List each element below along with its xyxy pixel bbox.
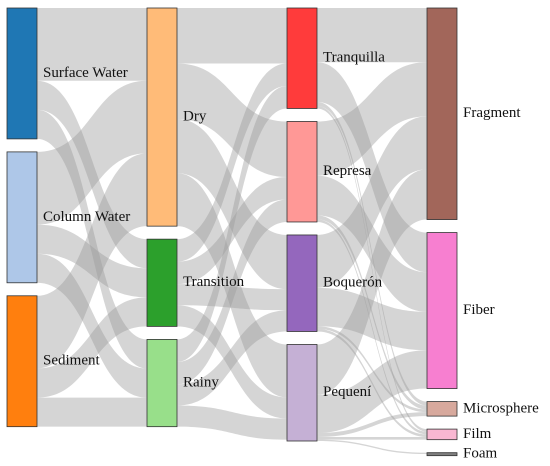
label-foam: Foam (463, 446, 498, 462)
link-tranquilla-to-fragment (317, 8, 427, 63)
link-tranquilla-to-film (317, 105, 427, 432)
link-dry-to-pequeni (177, 173, 287, 398)
label-represa: Represa (323, 163, 372, 179)
link-tranquilla-to-fiber (317, 62, 427, 273)
node-boqueron (286, 234, 318, 332)
link-pequeni-to-foam (317, 439, 427, 454)
link-transition-to-represa (177, 177, 287, 285)
node-column-water (6, 151, 38, 284)
link-represa-to-fiber (317, 175, 427, 312)
node-dry (146, 7, 178, 227)
label-microsphere: Microsphere (463, 400, 539, 416)
link-tranquilla-to-microsphere (317, 101, 427, 406)
link-surface-water-to-rainy (37, 109, 147, 369)
label-dry: Dry (183, 109, 207, 125)
link-sediment-to-transition (37, 297, 147, 398)
label-surface-water: Surface Water (43, 65, 128, 81)
label-fragment: Fragment (463, 105, 521, 121)
link-pequeni-to-microsphere (317, 412, 427, 438)
link-rainy-to-tranquilla (177, 86, 287, 362)
node-surface-water (6, 7, 38, 140)
link-pequeni-to-fragment (317, 169, 427, 395)
link-sediment-to-dry (37, 153, 147, 369)
link-rainy-to-pequeni (177, 405, 287, 440)
link-rainy-to-represa (177, 199, 287, 385)
node-fragment (426, 7, 458, 220)
link-dry-to-boqueron (177, 119, 287, 290)
link-represa-to-microsphere (317, 215, 427, 410)
node-transition (146, 238, 178, 327)
link-dry-to-represa (177, 63, 287, 178)
link-boqueron-to-fragment (317, 116, 427, 288)
link-surface-water-to-dry (37, 8, 147, 81)
label-fiber: Fiber (463, 302, 495, 318)
link-transition-to-boqueron (177, 284, 287, 311)
label-rainy: Rainy (183, 374, 219, 390)
link-transition-to-pequeni (177, 305, 287, 419)
link-dry-to-tranquilla (177, 8, 287, 64)
label-boqueron: Boquerón (323, 275, 383, 291)
link-surface-water-to-transition (37, 80, 147, 269)
node-tranquilla (286, 7, 318, 109)
label-transition: Transition (183, 274, 245, 290)
node-film (426, 428, 458, 441)
label-tranquilla: Tranquilla (323, 50, 385, 66)
link-pequeni-to-film (317, 437, 427, 440)
link-column-water-to-transition (37, 224, 147, 298)
label-film: Film (463, 426, 492, 442)
sankey-links (37, 8, 427, 454)
label-column-water: Column Water (43, 209, 130, 225)
node-microsphere (426, 401, 458, 417)
node-sediment (6, 295, 38, 428)
link-pequeni-to-fiber (317, 350, 427, 434)
node-pequeni (286, 344, 318, 442)
link-transition-to-tranquilla (177, 63, 287, 262)
link-rainy-to-boqueron (177, 310, 287, 406)
link-column-water-to-dry (37, 80, 147, 225)
sankey-nodes (6, 7, 458, 457)
node-fiber (426, 232, 458, 389)
node-rainy (146, 339, 178, 428)
node-foam (426, 452, 458, 457)
link-sediment-to-rainy (37, 397, 147, 427)
link-represa-to-film (317, 219, 427, 435)
label-pequeni: Pequení (323, 384, 371, 400)
link-column-water-to-rainy (37, 253, 147, 398)
label-sediment: Sediment (43, 353, 100, 369)
link-boqueron-to-fiber (317, 287, 427, 351)
link-boqueron-to-film (317, 328, 427, 438)
link-represa-to-fragment (317, 62, 427, 176)
node-represa (286, 121, 318, 223)
link-boqueron-to-microsphere (317, 326, 427, 413)
